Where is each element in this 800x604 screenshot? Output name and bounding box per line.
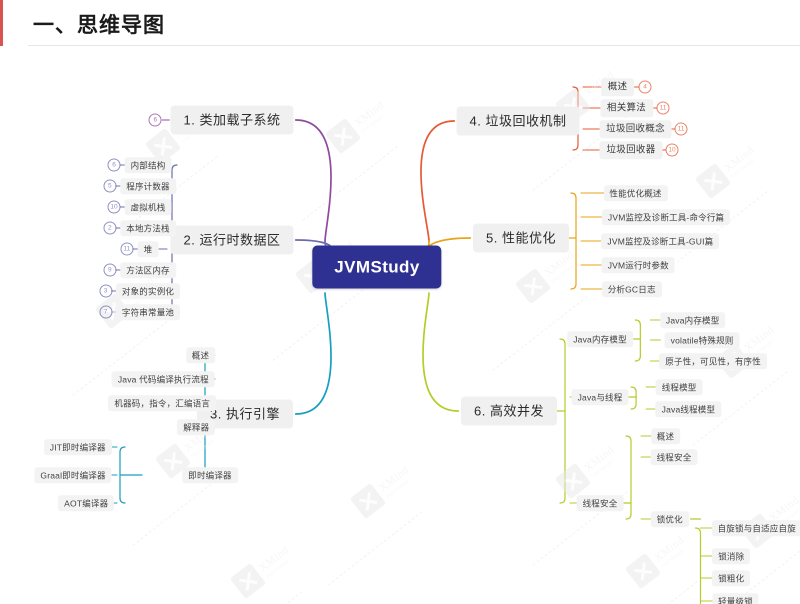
watermark-brand: XMind	[652, 533, 687, 565]
watermark-brand: XMind	[582, 443, 617, 475]
leaf-node-b4-3[interactable]: 垃圾回收器	[599, 141, 663, 159]
watermark-dash	[272, 286, 368, 361]
watermark-tagline: Trial Version	[730, 158, 756, 180]
leaf-node-b6-0-2[interactable]: 原子性，可见性，有序性	[659, 353, 767, 369]
watermark-dash	[602, 581, 698, 604]
leaf-node-b6-1-1[interactable]: Java线程模型	[655, 401, 722, 417]
watermark-brand: XMind	[742, 323, 777, 355]
leaf-badge-b4-3[interactable]: 10	[665, 143, 679, 157]
xmind-logo-icon	[554, 462, 592, 500]
branch-node-b1[interactable]: 1. 类加载子系统	[170, 105, 294, 135]
leaf-node-b5-1[interactable]: JVM监控及诊断工具-命令行篇	[601, 209, 731, 225]
leaf-node-b6-2-2-1[interactable]: 锁消除	[712, 548, 751, 564]
leaf-node-b3-2[interactable]: 机器码，指令，汇编语言	[108, 395, 217, 411]
subnode-b6-0[interactable]: Java内存模型	[567, 331, 633, 347]
watermark-brand: XMind	[257, 543, 292, 575]
leaf-node-b2-7[interactable]: 字符串常量池	[115, 304, 181, 320]
leaf-badge-b4-1[interactable]: 11	[656, 101, 670, 115]
leaf-badge-b2-1[interactable]: 5	[103, 179, 117, 193]
leaf-badge-b2-7[interactable]: 7	[99, 305, 112, 319]
leaf-badge-b2-2[interactable]: 10	[107, 200, 121, 214]
leaf-node-b4-1[interactable]: 相关算法	[599, 99, 654, 117]
branch-node-b2[interactable]: 2. 运行时数据区	[170, 225, 294, 255]
branch-node-b4[interactable]: 4. 垃圾回收机制	[456, 106, 580, 136]
leaf-node-b6-2-2-3[interactable]: 轻量级锁	[712, 593, 759, 604]
watermark-dash	[327, 511, 423, 586]
leaf-node-b3-4-1[interactable]: Graal即时编译器	[34, 467, 112, 483]
branch-node-b5[interactable]: 5. 性能优化	[473, 223, 569, 253]
header-divider	[28, 45, 800, 46]
leaf-node-b3-1[interactable]: Java 代码编译执行流程	[111, 371, 215, 387]
branch-node-b6[interactable]: 6. 高效并发	[461, 396, 557, 426]
leaf-node-b3-4-0[interactable]: JIT即时编译器	[43, 439, 112, 455]
leaf-node-b2-5[interactable]: 方法区内存	[120, 262, 176, 278]
leaf-node-b3-0[interactable]: 概述	[185, 347, 216, 363]
leaf-node-b6-1-0[interactable]: 线程模型	[655, 379, 703, 395]
watermark-dash	[302, 146, 398, 221]
leaf-node-b5-4[interactable]: 分析GC日志	[601, 281, 662, 297]
leaf-node-b6-0-0[interactable]: Java内存模型	[659, 312, 726, 328]
leaf-node-b5-2[interactable]: JVM监控及诊断工具-GUI篇	[601, 233, 720, 249]
watermark-tagline: Trial Version	[660, 548, 686, 570]
leaf-node-b6-0-1[interactable]: volatile特殊规则	[664, 332, 740, 348]
leaf-node-b2-2[interactable]: 虚拟机栈	[124, 199, 172, 215]
leaf-badge-b2-3[interactable]: 2	[103, 221, 117, 235]
leaf-node-b4-0[interactable]: 概述	[600, 78, 635, 96]
xmind-logo-icon	[514, 267, 552, 305]
leaf-badge-b2-4[interactable]: 11	[120, 242, 134, 256]
subnode-b6-2[interactable]: 线程安全	[576, 495, 624, 511]
leaf-node-b2-3[interactable]: 本地方法栈	[120, 220, 176, 236]
branch-badge-b1[interactable]: 6	[148, 113, 162, 127]
watermark-brand: XMind	[542, 248, 577, 280]
leaf-node-b2-4[interactable]: 堆	[137, 241, 159, 257]
leaf-node-b2-0[interactable]: 内部结构	[124, 157, 172, 173]
leaf-node-b6-2-2-0[interactable]: 自旋锁与自适应自旋	[711, 520, 800, 536]
watermark-brand: XMind	[352, 98, 387, 130]
leaf-node-b5-0[interactable]: 性能优化概述	[603, 185, 668, 201]
watermark-tagline: Trial Version	[190, 438, 216, 460]
watermark-dash	[672, 191, 768, 266]
leaf-badge-b2-6[interactable]: 3	[99, 284, 112, 298]
watermark-dash	[207, 591, 303, 604]
xmind-logo-icon	[229, 562, 267, 600]
watermark-tagline: Trial Version	[550, 263, 576, 285]
leaf-badge-b4-0[interactable]: 4	[638, 80, 652, 94]
xmind-logo-icon	[349, 482, 387, 520]
leaf-node-b2-6[interactable]: 对象的实例化	[115, 283, 181, 299]
leaf-node-b3-4[interactable]: 即时编译器	[182, 467, 238, 483]
leaf-node-b3-4-2[interactable]: AOT编译器	[58, 495, 115, 511]
leaf-node-b3-3[interactable]: 解释器	[177, 419, 216, 435]
leaf-node-b6-2-2-2[interactable]: 锁粗化	[712, 570, 751, 586]
document-header: 一、思维导图	[0, 0, 800, 46]
leaf-node-b4-2[interactable]: 垃圾回收概念	[599, 120, 672, 138]
xmind-logo-icon	[624, 552, 662, 590]
xmind-logo-icon	[324, 117, 362, 155]
watermark-tagline: Trial Version	[265, 558, 291, 580]
watermark-brand: XMind	[722, 143, 757, 175]
leaf-node-b6-2-1[interactable]: 线程安全	[650, 449, 698, 465]
leaf-node-b5-3[interactable]: JVM运行时参数	[601, 257, 675, 273]
leaf-node-b6-2-0[interactable]: 概述	[650, 428, 681, 444]
leaf-node-b6-2-2[interactable]: 锁优化	[650, 511, 689, 527]
leaf-badge-b4-2[interactable]: 11	[674, 122, 688, 136]
root-node[interactable]: JVMStudy	[312, 245, 442, 289]
watermark-tagline: Trial Version	[590, 458, 616, 480]
leaf-badge-b2-5[interactable]: 9	[103, 263, 117, 277]
xmind-logo-icon	[694, 162, 732, 200]
watermark-brand: XMind	[377, 463, 412, 495]
subnode-b6-1[interactable]: Java与线程	[571, 389, 629, 405]
page-title: 一、思维导图	[33, 14, 165, 37]
watermark-tagline: Trial Version	[385, 478, 411, 500]
leaf-badge-b2-0[interactable]: 6	[107, 158, 121, 172]
leaf-node-b2-1[interactable]: 程序计数器	[120, 178, 176, 194]
watermark-tagline: Trial Version	[360, 113, 386, 135]
